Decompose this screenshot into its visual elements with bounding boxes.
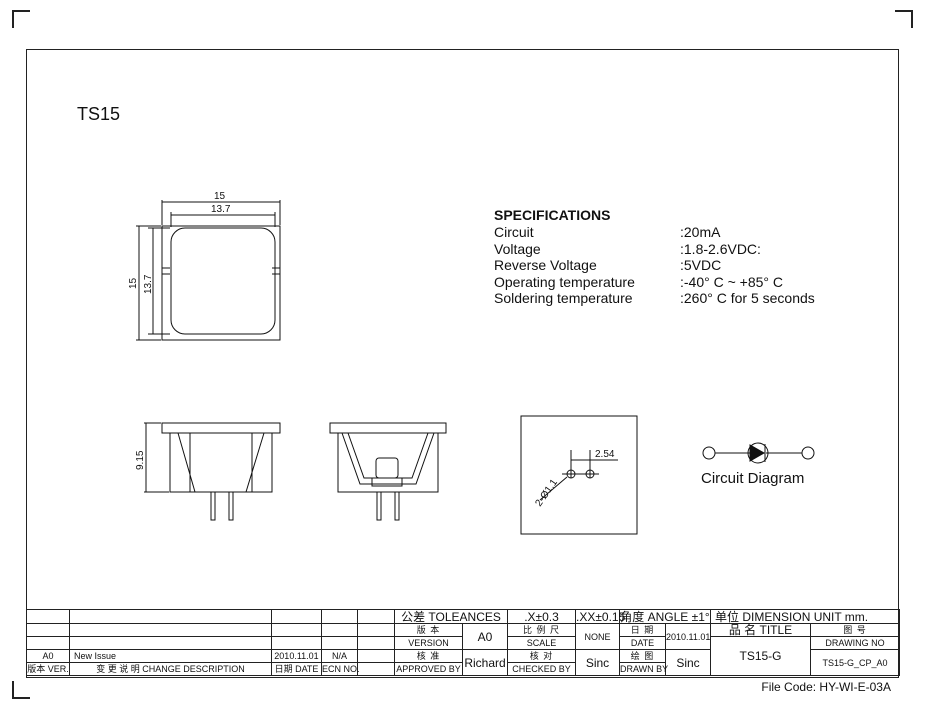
checked-label-en: CHECKED BY: [507, 662, 576, 676]
drawn-label-en: DRAWN BY: [619, 662, 669, 676]
spec-label: Soldering temperature: [494, 290, 633, 307]
approved-label-en: APPROVED BY: [394, 662, 463, 676]
specifications-heading: SPECIFICATIONS: [494, 207, 611, 223]
spec-value: :260° C for 5 seconds: [680, 290, 815, 307]
drawn-value: Sinc: [664, 649, 712, 676]
spec-label: Operating temperature: [494, 273, 635, 290]
side-view: [144, 422, 281, 521]
drawn-label-cn: 绘 图: [619, 649, 666, 663]
version-label-en: VERSION: [394, 636, 463, 650]
scale-label-en: SCALE: [507, 636, 576, 650]
dim-hole-diameter: 2-Ø1.1: [533, 477, 560, 509]
spec-label: Circuit: [494, 224, 534, 240]
circuit-symbol: [702, 442, 815, 464]
tolerance-xx: .XX±0.15: [575, 609, 626, 624]
drawing-title: TS15: [77, 104, 121, 124]
drawing-no-value: TS15-G_CP_A0: [810, 649, 901, 676]
crop-mark: [12, 10, 30, 28]
approved-label-cn: 核 准: [394, 649, 463, 663]
spec-value: :1.8-2.6VDC:: [680, 240, 761, 257]
dim-pin-spacing: 2.54: [595, 449, 615, 460]
rev-ecn: N/A: [321, 649, 358, 663]
title-block: 公差 TOLEANCES .X±0.3 .XX±0.15 角度 ANGLE ±1…: [26, 609, 901, 676]
pcb-footprint: [520, 415, 638, 535]
dim-body-height: 9.15: [135, 450, 146, 470]
scale-value: NONE: [575, 623, 620, 650]
rev-version: A0: [26, 649, 70, 663]
version-label-cn: 版 本: [394, 623, 463, 637]
date-label-en: DATE: [619, 636, 666, 650]
dim-height-outer: 15: [128, 277, 139, 289]
spec-value: :20mA: [680, 224, 721, 240]
top-view: [136, 200, 281, 341]
section-view: [329, 422, 447, 521]
header-ecn: ECN NO.: [321, 662, 360, 676]
spec-value: :5VDC: [680, 257, 722, 274]
blank-patch: [338, 210, 436, 322]
drawing-frame: [26, 49, 899, 678]
dimension-unit: 单位 DIMENSION UNIT mm.: [710, 609, 901, 624]
dim-width-inner: 13.7: [211, 204, 231, 215]
date-label-cn: 日 期: [619, 623, 666, 637]
checked-value: Sinc: [575, 649, 620, 676]
rev-date: 2010.11.01: [271, 649, 322, 663]
title-value: TS15-G: [710, 636, 812, 676]
tolerance-x: .X±0.3: [507, 609, 576, 624]
title-label-cn: 品 名 TITLE: [710, 623, 812, 637]
checked-label-cn: 核 对: [507, 649, 576, 663]
spec-label: Voltage: [494, 240, 541, 257]
approved-value: Richard: [462, 649, 508, 676]
file-code: File Code: HY-WI-E-03A: [761, 680, 891, 694]
circuit-diagram-label: Circuit Diagram: [701, 470, 805, 487]
spec-labels: Circuit Voltage Reverse Voltage Operatin…: [494, 224, 635, 307]
tolerances-label: 公差 TOLEANCES: [394, 609, 508, 624]
header-version: 版本 VER.: [26, 662, 70, 676]
spec-values: :20mA :1.8-2.6VDC: :5VDC :-40° C ~ +85° …: [680, 224, 815, 307]
drawing-no-label-en: DRAWING NO: [810, 636, 901, 650]
scale-label-cn: 比 例 尺: [507, 623, 576, 637]
crop-mark: [895, 10, 913, 28]
dim-width-outer: 15: [214, 191, 226, 202]
crop-mark: [12, 681, 30, 699]
rev-description: New Issue: [69, 649, 272, 663]
version-value: A0: [462, 623, 508, 650]
spec-value: :-40° C ~ +85° C: [680, 273, 784, 290]
drawing-no-label-cn: 图 号: [810, 623, 901, 637]
dim-height-inner: 13.7: [143, 274, 154, 294]
header-date: 日期 DATE: [271, 662, 322, 676]
angle-tolerance: 角度 ANGLE ±1°: [618, 609, 712, 624]
date-value: 2010.11.01: [664, 623, 712, 650]
header-change-description: 变 更 说 明 CHANGE DESCRIPTION: [69, 662, 272, 676]
spec-label: Reverse Voltage: [494, 257, 597, 274]
